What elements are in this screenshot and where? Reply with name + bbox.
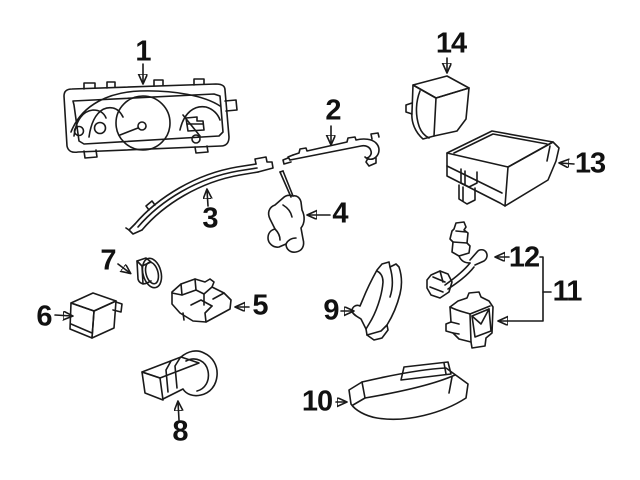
callout-label-7: 7 xyxy=(100,244,116,277)
part-8-bracket-drawing xyxy=(141,350,218,401)
callout-arrow-8 xyxy=(178,402,179,421)
callout-label-8: 8 xyxy=(172,415,188,448)
part-10-curved-pad-drawing xyxy=(348,361,469,421)
callout-label-13: 13 xyxy=(574,147,606,180)
part-5-connector-drawing xyxy=(171,278,232,323)
callout-arrow-6 xyxy=(54,315,72,316)
callout-label-12: 12 xyxy=(508,241,540,274)
callout-label-2: 2 xyxy=(325,94,341,127)
part-2-trim-strip-drawing xyxy=(282,132,380,167)
part-11-module-drawing xyxy=(445,291,494,349)
part-4-sensor-drawing xyxy=(267,170,305,253)
callout-arrow-13 xyxy=(560,163,575,164)
callout-label-1: 1 xyxy=(135,35,151,68)
callout-label-14: 14 xyxy=(435,27,467,60)
callout-label-10: 10 xyxy=(301,385,333,418)
part-1-instrument-cluster-drawing xyxy=(63,78,238,159)
callout-arrows xyxy=(54,57,575,421)
callout-arrow-7 xyxy=(117,263,130,273)
callout-label-4: 4 xyxy=(332,197,348,230)
part-13-receiver-box-drawing xyxy=(446,130,560,207)
callout-label-5: 5 xyxy=(252,289,268,322)
callout-label-3: 3 xyxy=(202,202,218,235)
callout-label-9: 9 xyxy=(323,294,339,327)
callout-bracket-11 xyxy=(499,256,544,321)
callout-label-11: 11 xyxy=(552,275,583,308)
part-12-wire-harness-drawing xyxy=(426,221,488,299)
part-3-curved-molding-drawing xyxy=(125,156,274,235)
part-7-grommet-drawing xyxy=(136,257,163,289)
callout-arrow-3 xyxy=(207,190,208,207)
part-6-switch-drawing xyxy=(69,292,123,339)
part-9-pillar-bracket-drawing xyxy=(351,261,403,341)
part-14-small-module-drawing xyxy=(405,75,470,140)
callout-label-6: 6 xyxy=(36,300,52,333)
